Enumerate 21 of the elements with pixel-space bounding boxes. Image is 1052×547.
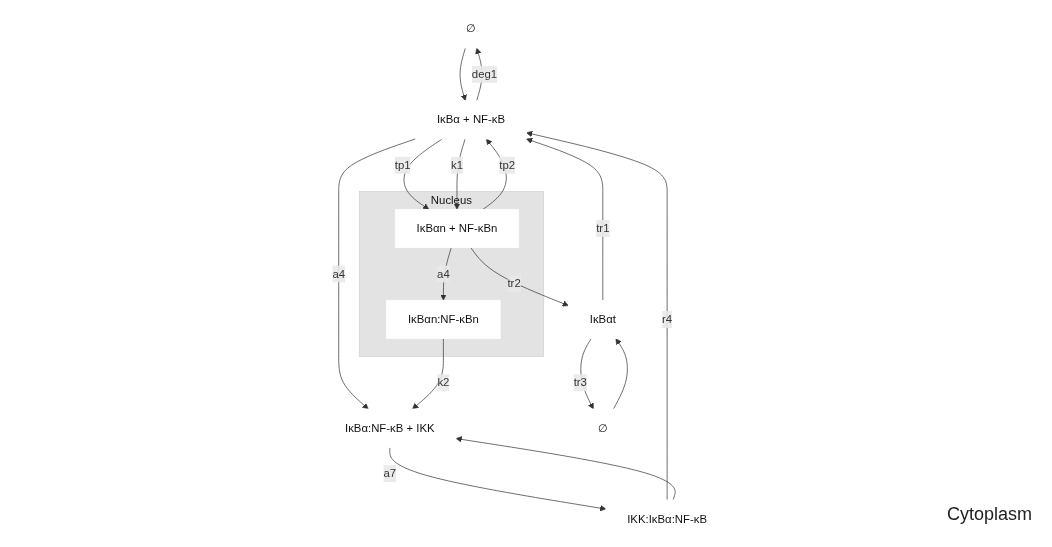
node-text: IKK:IκBα:NF-κB [627,512,708,525]
edge-label: a4 [437,267,450,280]
edge-label: a7 [383,466,397,479]
node-text: IκBαt [589,312,616,325]
node-box: IκBαn:NF-κBn [386,299,501,339]
region-label: Cytoplasm [946,504,1032,525]
node-box: IκBαn + NF-κBn [394,208,519,248]
node-text: IκBα:NF-κB + IKK [344,421,435,434]
node-text: ∅ [597,421,608,434]
edge-label: deg1 [471,67,498,80]
edge-label: tp2 [499,158,516,171]
edge-label: k1 [450,158,463,171]
edge-label: r4 [662,312,673,325]
edge-label: k2 [437,375,450,388]
node-text: IκBα + NF-κB [436,112,506,125]
edge-label: tr3 [573,375,587,388]
edge-label: tr1 [596,221,610,234]
node-text: ∅ [466,21,476,35]
edge-label: tp1 [394,158,411,171]
edge-label: tr2 [507,276,521,289]
edge-label: a4 [332,267,346,280]
